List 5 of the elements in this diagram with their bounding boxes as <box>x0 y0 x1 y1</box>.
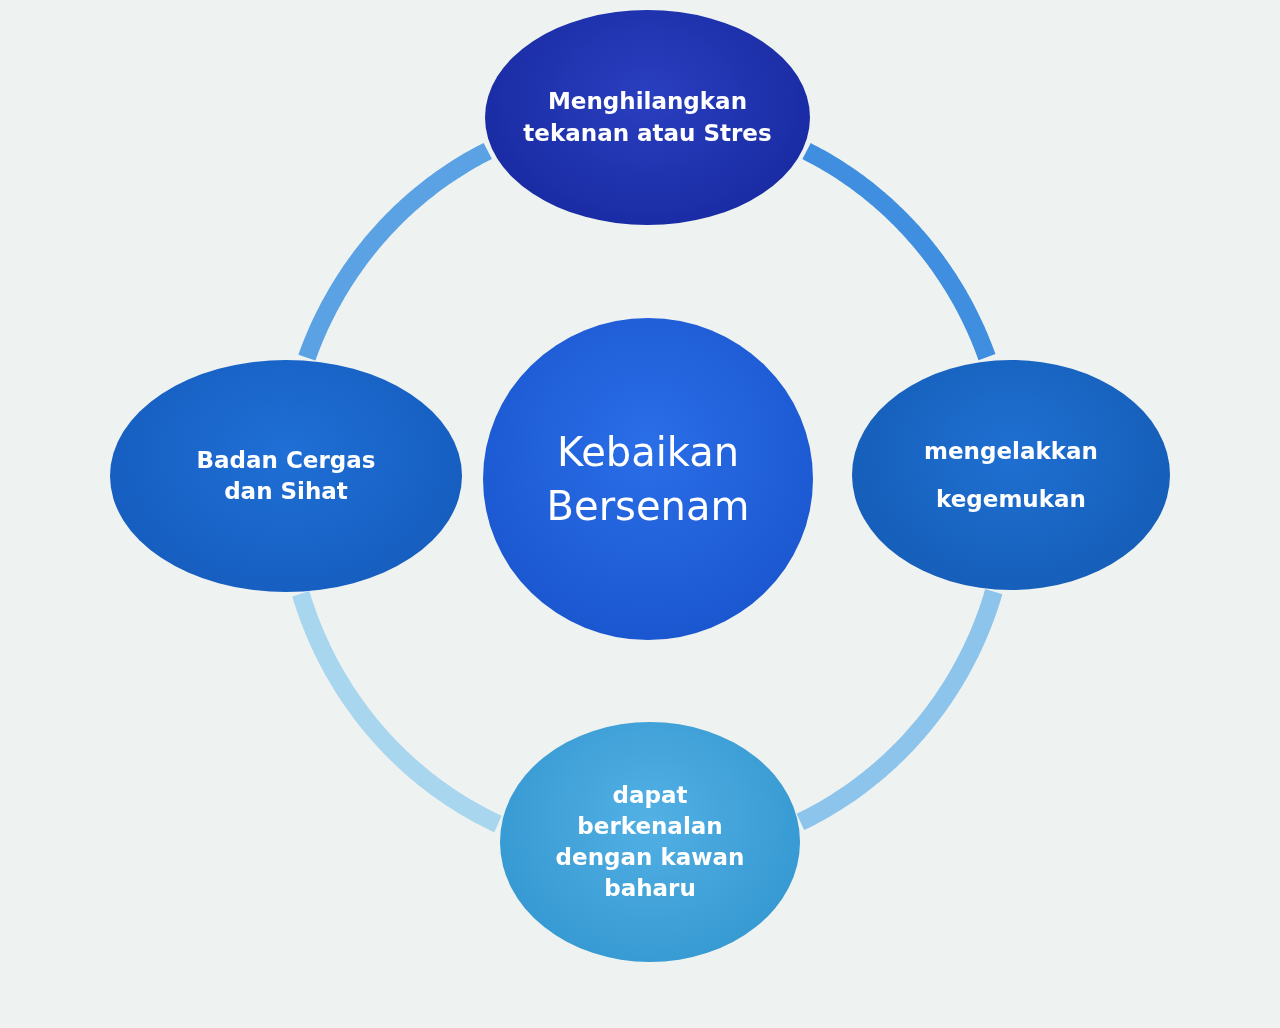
topic-text: mengelakkan kegemukan <box>923 436 1099 514</box>
topic-text: Badan Cergas dan Sihat <box>195 445 377 506</box>
central-title: Kebaikan Bersenam <box>545 428 751 531</box>
topic-text: dapat berkenalan dengan kawan baharu <box>554 780 746 904</box>
topic-text: Menghilangkan tekanan atau Stres <box>522 87 773 148</box>
